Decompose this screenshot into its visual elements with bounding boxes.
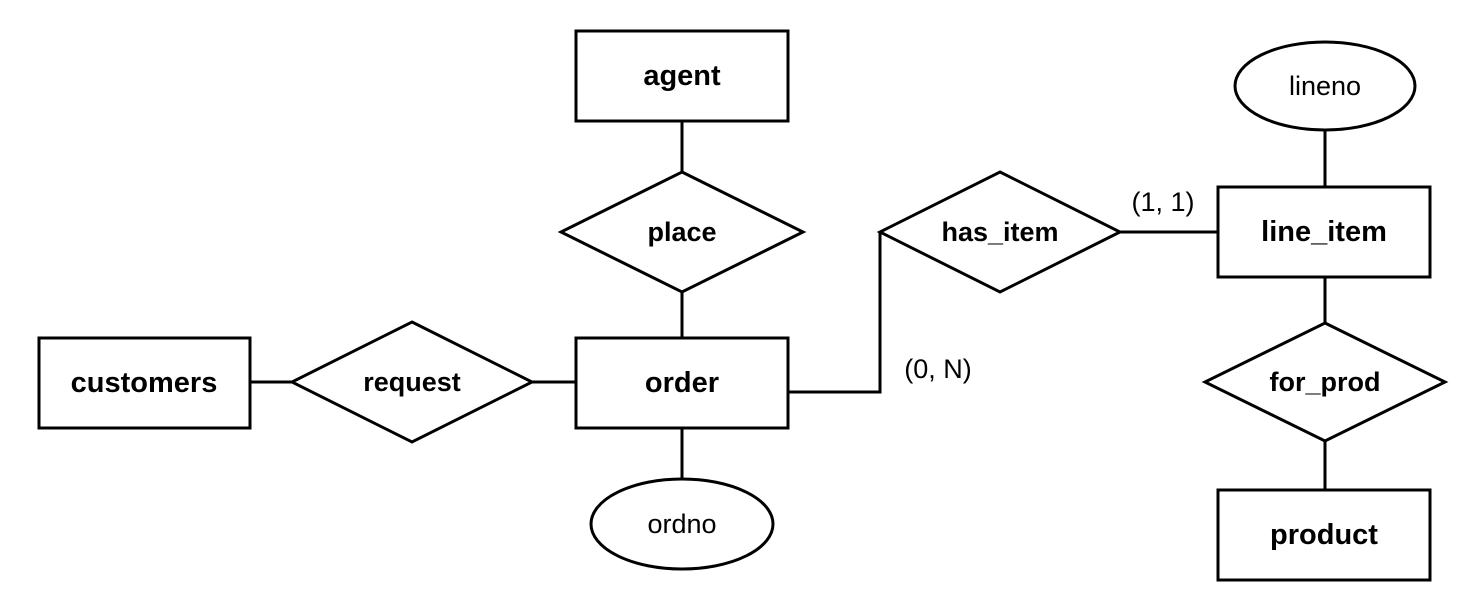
entity-agent-label: agent bbox=[643, 60, 721, 92]
relationship-request-label: request bbox=[363, 367, 461, 397]
relationship-place-label: place bbox=[647, 217, 716, 247]
entity-customers-label: customers bbox=[71, 367, 218, 399]
entity-customers[interactable]: customers bbox=[37, 336, 252, 430]
cardinality-line-item-has-item: (1, 1) bbox=[1131, 187, 1194, 217]
attribute-lineno[interactable]: lineno bbox=[1233, 40, 1417, 132]
entity-order-label: order bbox=[645, 367, 719, 399]
entity-order[interactable]: order bbox=[574, 336, 790, 430]
relationship-has-item-label: has_item bbox=[941, 217, 1058, 247]
relationship-place[interactable]: place bbox=[557, 170, 807, 294]
attribute-lineno-label: lineno bbox=[1289, 71, 1361, 101]
attribute-ordno-label: ordno bbox=[647, 509, 716, 539]
relationship-request[interactable]: request bbox=[288, 320, 536, 444]
entity-line-item[interactable]: line_item bbox=[1216, 185, 1432, 279]
relationship-for-prod-label: for_prod bbox=[1270, 367, 1381, 397]
entity-product[interactable]: product bbox=[1216, 488, 1432, 582]
connectors bbox=[250, 121, 1327, 490]
attribute-ordno[interactable]: ordno bbox=[589, 477, 775, 571]
relationship-has-item[interactable]: has_item bbox=[876, 170, 1124, 294]
edge-order-has-item bbox=[788, 232, 882, 394]
entity-line-item-label: line_item bbox=[1261, 216, 1387, 248]
entity-agent[interactable]: agent bbox=[574, 29, 790, 123]
entity-product-label: product bbox=[1270, 519, 1378, 551]
relationship-for-prod[interactable]: for_prod bbox=[1201, 321, 1449, 443]
cardinality-order-has-item: (0, N) bbox=[904, 354, 972, 384]
